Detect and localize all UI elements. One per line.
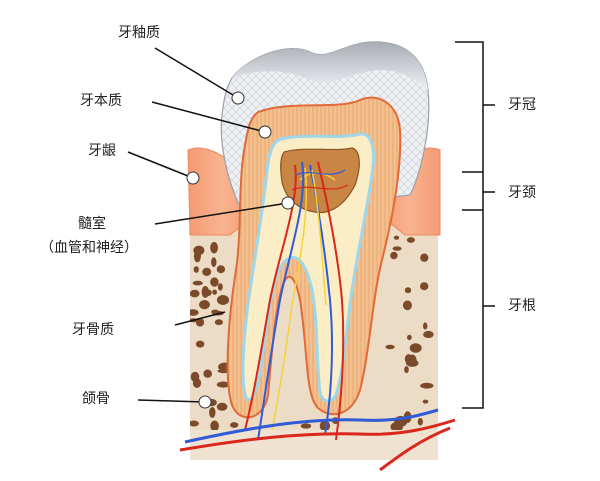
region-brackets: [455, 42, 495, 408]
bone-pore: [202, 268, 211, 276]
bone-pore: [230, 422, 238, 428]
bone-pore: [420, 254, 428, 262]
bone-pore: [189, 421, 199, 427]
bone-pore: [423, 331, 434, 338]
bone-pore: [410, 343, 422, 353]
pulp-chamber-sublabel: （血管和神经）: [40, 239, 138, 257]
bone-pore: [194, 250, 201, 262]
jaw-bone-label: 颌骨: [82, 390, 110, 408]
bone-pore: [406, 359, 419, 366]
bone-pore: [403, 301, 412, 311]
bone-pore: [405, 287, 411, 293]
bone-pore: [203, 370, 212, 378]
bone-pore: [215, 319, 223, 325]
bone-pore: [385, 345, 394, 349]
bone-pore: [407, 237, 415, 243]
bone-pore: [404, 366, 409, 373]
bone-pore: [211, 257, 216, 267]
bone-pore: [194, 266, 199, 273]
dentin-label: 牙本质: [80, 92, 122, 110]
bone-pore: [210, 242, 218, 253]
bone-pore: [394, 236, 399, 240]
bone-pore: [217, 265, 225, 273]
neck-region-label: 牙颈: [508, 184, 536, 202]
bone-pore: [407, 335, 412, 340]
bone-pore: [423, 322, 427, 329]
bone-pore: [301, 423, 312, 428]
bone-pore: [209, 407, 215, 418]
cementum-label: 牙骨质: [72, 321, 114, 339]
root-region-label: 牙根: [508, 297, 536, 315]
bone-pore: [418, 418, 423, 426]
crown-region-label: 牙冠: [508, 96, 536, 114]
bone-pore: [187, 309, 198, 316]
bone-pore: [210, 421, 219, 432]
bone-pore: [218, 283, 223, 290]
bone-pore: [420, 383, 433, 389]
bone-pore: [217, 403, 228, 411]
bone-pore: [217, 295, 229, 305]
enamel-leader: [155, 48, 238, 98]
gum-label: 牙龈: [88, 142, 116, 160]
bone-pore: [193, 281, 203, 286]
bone-pore: [190, 290, 200, 298]
gum-leader: [128, 152, 193, 178]
bone-pore: [212, 290, 217, 295]
outer-bracket: [455, 42, 483, 408]
bone-pore: [390, 252, 397, 259]
bone-pore: [393, 246, 402, 250]
bone-pore: [193, 378, 201, 388]
bone-pore: [423, 400, 429, 404]
enamel-label: 牙釉质: [118, 24, 160, 42]
bone-pore: [196, 341, 204, 348]
bone-pore: [199, 300, 210, 309]
bone-pore: [210, 277, 218, 286]
bone-pore: [420, 282, 428, 290]
bone-pore: [202, 286, 209, 298]
pulp-chamber-label: 髓室: [78, 215, 106, 233]
